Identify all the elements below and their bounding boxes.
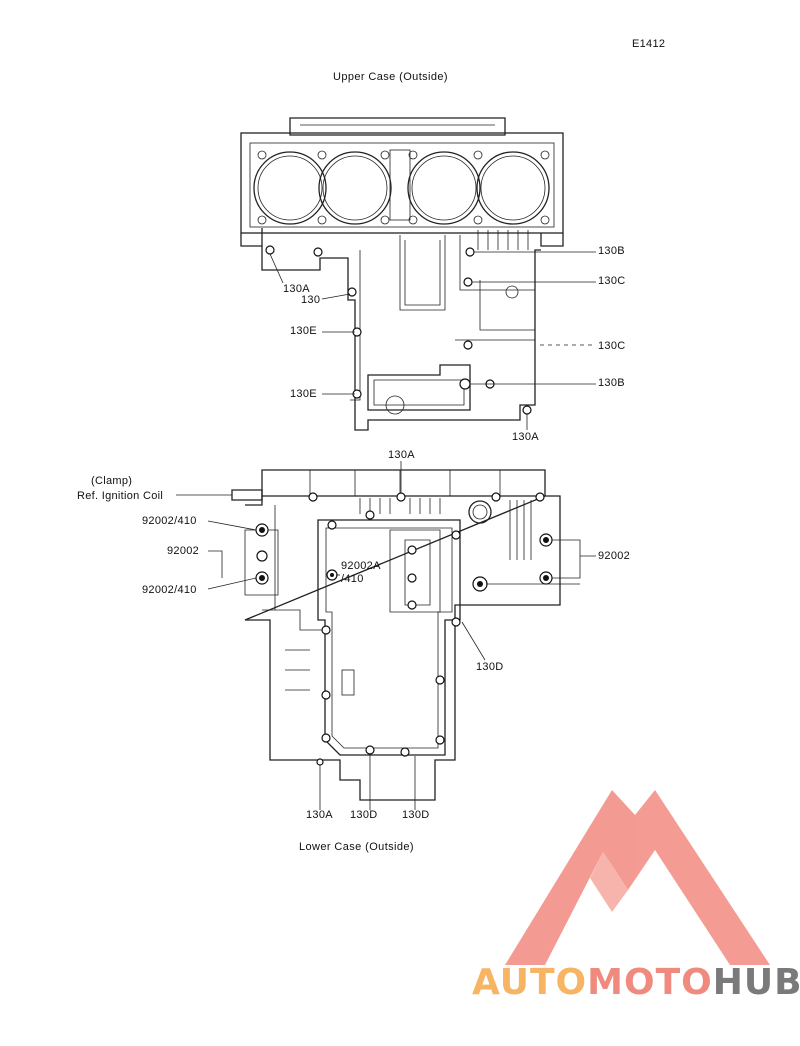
label-130a-top: 130A [388,449,415,461]
label-92002a: 92002A [341,560,381,572]
upper-case-drawing [240,117,596,431]
label-130a-lower-bottom: 130A [306,809,333,821]
label-92002-left: 92002 [167,545,200,557]
label-130e-upper: 130E [290,325,317,337]
watermark-hub: HUB [712,962,800,1003]
label-410: /410 [341,573,364,585]
lower-case-title: Lower Case (Outside) [299,841,414,853]
label-92002-410-top: 92002/410 [142,515,197,527]
lower-case-drawing [176,461,596,810]
label-130c-mid: 130C [598,340,626,352]
label-130b-top: 130B [598,245,625,257]
label-130d-bottom-1: 130D [350,809,378,821]
label-130b-bottom: 130B [598,377,625,389]
label-130d-right: 130D [476,661,504,673]
label-130: 130 [301,294,321,306]
label-clamp: (Clamp) [91,475,133,487]
label-ignition-coil: Ref. Ignition Coil [77,490,164,502]
watermark-auto: AUTO [472,962,588,1003]
watermark-moto: MOTO [587,962,713,1003]
label-130c-top: 130C [598,275,626,287]
label-130e-lower: 130E [290,388,317,400]
watermark-logo-text: AUTOMOTOHUB [472,962,800,1003]
upper-case-title: Upper Case (Outside) [333,71,448,83]
label-130a: 130A [283,283,310,295]
label-92002-410-bottom: 92002/410 [142,584,197,596]
label-130a-bottom: 130A [512,431,539,443]
label-92002-right: 92002 [598,550,631,562]
label-130d-bottom-2: 130D [402,809,430,821]
figure-code: E1412 [632,38,666,50]
watermark-logo-mark [505,790,770,965]
